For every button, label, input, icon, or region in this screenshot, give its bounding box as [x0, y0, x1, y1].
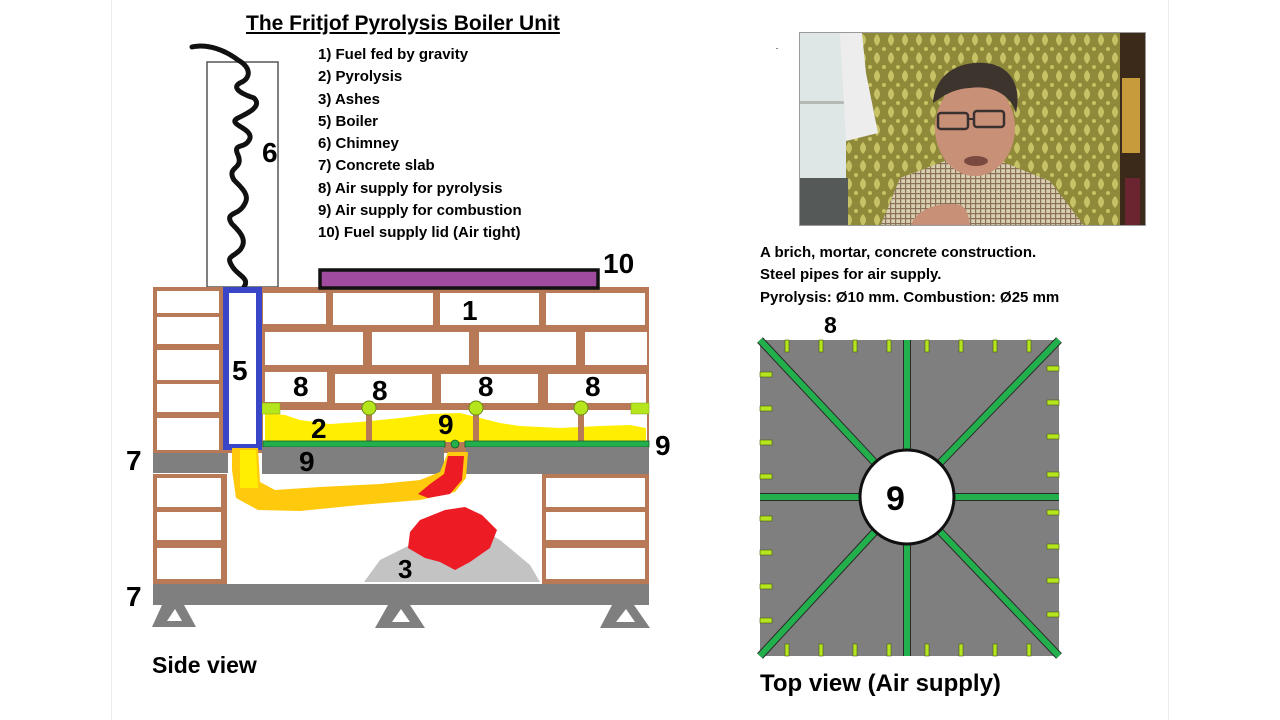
presenter-image — [800, 33, 1145, 225]
label-boiler: 5 — [232, 355, 248, 386]
chimney — [189, 43, 279, 290]
note-line: Steel pipes for air supply. — [760, 266, 942, 284]
label-chimney: 6 — [262, 137, 278, 168]
flame-red — [418, 456, 464, 498]
label-air-comb: 9 — [299, 446, 315, 477]
slide-border-right — [1168, 0, 1169, 720]
label-slab-lower: 7 — [126, 581, 142, 612]
legend-item: 9) Air supply for combustion — [318, 202, 522, 220]
label-lid: 10 — [603, 248, 634, 279]
legend-item: 7) Concrete slab — [318, 157, 435, 175]
label-air-comb: 9 — [438, 409, 454, 440]
legend-item: 6) Chimney — [318, 135, 399, 153]
pyrolysis-pipe — [473, 412, 479, 442]
pyrolysis-air-nozzles — [261, 400, 650, 416]
boiler — [223, 287, 262, 450]
legend-item: 8) Air supply for pyrolysis — [318, 179, 503, 197]
label-fuel: 1 — [462, 295, 478, 326]
note-line: A brich, mortar, concrete construction. — [760, 244, 1037, 261]
lower-concrete-slab — [153, 584, 649, 605]
upper-concrete-slab — [153, 447, 649, 474]
smoke-squiggle — [189, 43, 260, 290]
pyrolysis-pipe — [578, 412, 584, 442]
label-air-pyro: 8 — [585, 371, 601, 402]
pyrolysis-pipe — [366, 412, 372, 442]
glowing-fuel — [408, 507, 497, 570]
lower-brick-wall-left — [153, 474, 227, 584]
support-feet — [152, 605, 650, 628]
label-air-comb: 9 — [655, 430, 671, 461]
legend-item: 5) Boiler — [318, 112, 379, 130]
flame-yellow-core — [240, 450, 258, 488]
lower-brick-wall-right — [542, 474, 649, 584]
legend-list: 1) Fuel fed by gravity 2) Pyrolysis 3) A… — [318, 44, 522, 245]
slide-border-left — [111, 0, 112, 720]
legend-item: 10) Fuel supply lid (Air tight) — [318, 224, 521, 242]
top-view-caption: Top view (Air supply) — [760, 670, 1001, 697]
legend-item: 2) Pyrolysis — [318, 68, 403, 86]
note-line: Pyrolysis: Ø10 mm. Combustion: Ø25 mm — [760, 288, 1060, 306]
pyrolysis-gas — [265, 413, 646, 442]
diagram-title: The Fritjof Pyrolysis Boiler Unit — [246, 12, 560, 35]
label-ashes: 3 — [398, 554, 412, 584]
label-pyrolysis: 2 — [311, 413, 327, 444]
side-view-caption: Side view — [152, 652, 257, 678]
label-slab-upper: 7 — [126, 445, 142, 476]
legend-item: 3) Ashes — [318, 90, 380, 108]
label-air-pyro: 8 — [478, 371, 494, 402]
fuel-supply-lid — [318, 268, 600, 290]
label-air-pyro: 8 — [372, 375, 388, 406]
label-air-pyro: 8 — [293, 371, 309, 402]
legend-item: 1) Fuel fed by gravity — [318, 46, 469, 63]
construction-notes: A brich, mortar, concrete construction. … — [760, 242, 1059, 309]
stray-dot — [776, 48, 778, 49]
presenter-video[interactable] — [799, 32, 1146, 226]
flue-gas-flow — [232, 448, 468, 511]
